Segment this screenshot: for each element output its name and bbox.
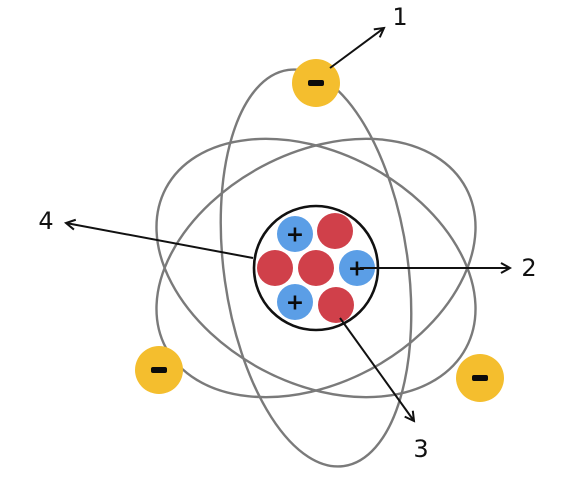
neutron-body: [257, 250, 293, 286]
callout-2: 2: [360, 254, 537, 282]
proton-plus-sign: +: [286, 223, 304, 248]
electron-particle: [456, 354, 504, 402]
orbits: [155, 68, 477, 468]
proton-body: [277, 216, 313, 252]
electron-minus-sign: [472, 375, 488, 381]
nucleus: + + +: [252, 204, 380, 332]
callout-arrow-neutron: [339, 317, 414, 421]
callout-1: 1: [329, 3, 408, 69]
electron-minus-sign: [151, 367, 167, 373]
callout-3: 3: [339, 317, 429, 463]
callout-4: 4: [38, 207, 254, 259]
orbit-vertical: [219, 68, 413, 468]
neutron-body: [298, 250, 334, 286]
proton-body: [339, 250, 375, 286]
proton-body: [277, 284, 313, 320]
callout-arrow-electron: [329, 28, 384, 69]
orbit-right-tilt: [155, 137, 477, 399]
callouts: 1 2 3 4: [38, 3, 536, 463]
neutron-particle: [317, 213, 353, 249]
proton-particle: +: [277, 216, 313, 252]
proton-particle: +: [277, 284, 313, 320]
callout-number: 2: [521, 254, 536, 282]
electron-particle: [292, 59, 340, 107]
neutron-particle: [257, 250, 293, 286]
neutron-particle: [318, 287, 354, 323]
neutron-particle: [298, 250, 334, 286]
electrons: [135, 59, 504, 402]
proton-particle: +: [339, 250, 375, 286]
electron-particle: [135, 346, 183, 394]
callout-number: 4: [38, 207, 53, 235]
neutron-body: [317, 213, 353, 249]
proton-plus-sign: +: [348, 257, 366, 282]
neutron-body: [318, 287, 354, 323]
callout-arrow-nucleus: [66, 223, 254, 259]
electron-minus-sign: [308, 80, 324, 86]
callout-number: 1: [392, 3, 407, 31]
proton-plus-sign: +: [286, 291, 304, 316]
callout-number: 3: [413, 435, 428, 463]
